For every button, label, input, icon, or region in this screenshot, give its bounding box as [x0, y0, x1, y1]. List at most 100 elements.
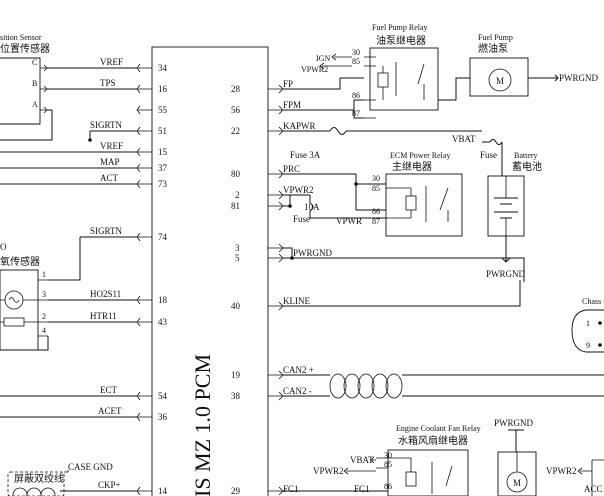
fuel-pump: Fuel Pump 燃油泵 M PWRGND: [469, 33, 599, 97]
pin-5: 5: [235, 253, 240, 263]
signal-fc1: FC1: [283, 484, 299, 494]
can-twisted-pair: [329, 373, 403, 399]
pin-37: 37: [158, 163, 168, 173]
signal-pwrgnd: PWRGND: [293, 248, 333, 258]
signal-kapwr: KAPWR: [283, 121, 316, 131]
pin-28: 28: [231, 84, 241, 94]
signal-vpwr2: VPWR2: [283, 185, 314, 195]
shield-label: 屏蔽双绞线: [14, 472, 64, 485]
fan-pwrgnd: PWRGND: [494, 418, 534, 428]
pin-55: 55: [158, 105, 168, 115]
chassis-pin-9: 9: [586, 341, 590, 350]
signal-tps: TPS: [100, 78, 116, 88]
ecm-right-pins: 28 56 22 80 2 81 3 5 40 19 38 29: [231, 84, 284, 496]
battery-gnd: PWRGND: [486, 269, 526, 279]
fuel-pump-gnd: PWRGND: [559, 73, 599, 83]
pin-18: 18: [158, 295, 168, 305]
fuse-3a-label: Fuse 3A: [290, 150, 321, 160]
fan-relay-vbat: VBAT: [350, 455, 374, 465]
fpr-pin-85: 85: [352, 57, 360, 66]
ecmr-pin-87: 87: [372, 217, 380, 226]
shielded-cable: 屏蔽双绞线: [7, 470, 69, 496]
fuel-pump-label-en: Fuel Pump: [478, 33, 513, 42]
chassis-connector: Chass 1 9: [571, 297, 604, 353]
pin-74: 74: [158, 232, 168, 242]
pin-3: 3: [235, 243, 240, 253]
fpr-vpwr2: VPWR2: [301, 65, 328, 74]
tps-sensor-label-en: sition Sensor: [0, 33, 42, 42]
o2-pin-1: 1: [42, 270, 46, 279]
signal-can2-minus: CAN2 -: [283, 386, 312, 396]
pin-51: 51: [158, 126, 167, 136]
pin-15: 15: [158, 147, 168, 157]
tps-pin-b: B: [32, 79, 37, 88]
signal-htr11: HTR11: [90, 311, 117, 321]
pin-54: 54: [158, 391, 168, 401]
fan-acc: ACC: [584, 484, 603, 494]
pin-19: 19: [231, 370, 241, 380]
tps-pin-c: C: [32, 58, 37, 67]
fan-motor-icon: M: [513, 478, 521, 488]
battery-fuse: Fuse: [480, 150, 497, 160]
fan-pin-86: 86: [384, 482, 392, 491]
pin-29: 29: [231, 486, 241, 496]
pin-16: 16: [158, 84, 168, 94]
battery-vbat: VBAT: [452, 134, 476, 144]
signal-act: ACT: [100, 173, 119, 183]
fuse-10a: 10A Fuse: [293, 202, 320, 224]
fuse-10a-line2: Fuse: [293, 214, 310, 224]
tps-pin-a: A: [32, 100, 38, 109]
fan-pin-30: 30: [384, 451, 392, 460]
o2-pin-4: 4: [42, 326, 46, 335]
ecmr-vpwr: VPWR: [336, 216, 362, 226]
fan-motor: PWRGND M VPWR2 ACC: [494, 418, 604, 496]
signal-ect: ECT: [100, 385, 118, 395]
fan-pin-85: 85: [384, 460, 392, 469]
pin-36: 36: [158, 412, 168, 422]
pin-73: 73: [158, 179, 168, 189]
pin-40: 40: [231, 301, 241, 311]
fuel-pump-label-zh: 燃油泵: [478, 42, 508, 55]
signal-case-gnd: CASE GND: [68, 462, 113, 472]
pin-81: 81: [231, 201, 240, 211]
chassis-pin-1: 1: [586, 319, 590, 328]
battery: VBAT Fuse Battery 蓄电池 PWRGND: [452, 134, 542, 279]
fuel-pump-wiring: [438, 74, 559, 101]
signal-fc1-b: FC1: [354, 484, 370, 494]
pin-34: 34: [158, 63, 168, 73]
pin-80: 80: [231, 169, 241, 179]
signal-sigrtn-2: SIGRTN: [90, 226, 122, 236]
ecmr-pin-86: 86: [372, 207, 380, 216]
signal-ckp-plus: CKP+: [98, 480, 121, 490]
pin-22: 22: [231, 126, 240, 136]
chassis-label: Chass: [582, 297, 601, 306]
battery-label-en: Battery: [514, 151, 538, 160]
signal-ho2s11: HO2S11: [90, 289, 121, 299]
fan-relay: Engine Coolant Fan Relay 水箱风扇继电器 30 85 8…: [313, 424, 481, 496]
pin-38: 38: [231, 391, 241, 401]
left-signal-labels: VREF TPS SIGRTN VREF MAP ACT SIGRTN HO2S…: [68, 57, 123, 490]
o2-sensor-label-en: O: [0, 242, 7, 252]
signal-acet: ACET: [98, 406, 122, 416]
right-wiring: [283, 77, 604, 492]
ecmr-pin-30: 30: [372, 174, 380, 183]
left-wiring: [0, 67, 137, 492]
signal-fpm: FPM: [283, 100, 301, 110]
ecm-relay-label-en: ECM Power Relay: [390, 151, 450, 160]
o2-sensor: O 氧传感器 1 3 2 4: [0, 242, 48, 351]
signal-fp: FP: [283, 79, 293, 89]
tps-sensor-label-zh: 位置传感器: [0, 42, 50, 55]
signal-map: MAP: [100, 157, 120, 167]
fan-relay-label-en: Engine Coolant Fan Relay: [396, 424, 481, 433]
signal-vref-1: VREF: [100, 57, 123, 67]
fpr-pin-86: 86: [352, 91, 360, 100]
right-signal-labels: FP FPM KAPWR PRC VPWR2 PWRGND KLINE CAN2…: [283, 79, 370, 494]
left-wire-junctions: [88, 138, 92, 142]
fpr-pin-87: 87: [352, 109, 360, 118]
battery-label-zh: 蓄电池: [512, 160, 542, 173]
right-wire-junctions: [288, 182, 358, 260]
fuel-pump-relay-label-zh: 油泵继电器: [376, 34, 426, 47]
fan-relay-vpwr2: VPWR2: [313, 466, 344, 476]
ecm-title: IS MZ 1.0 PCM: [190, 354, 215, 496]
signal-sigrtn-1: SIGRTN: [90, 120, 122, 130]
